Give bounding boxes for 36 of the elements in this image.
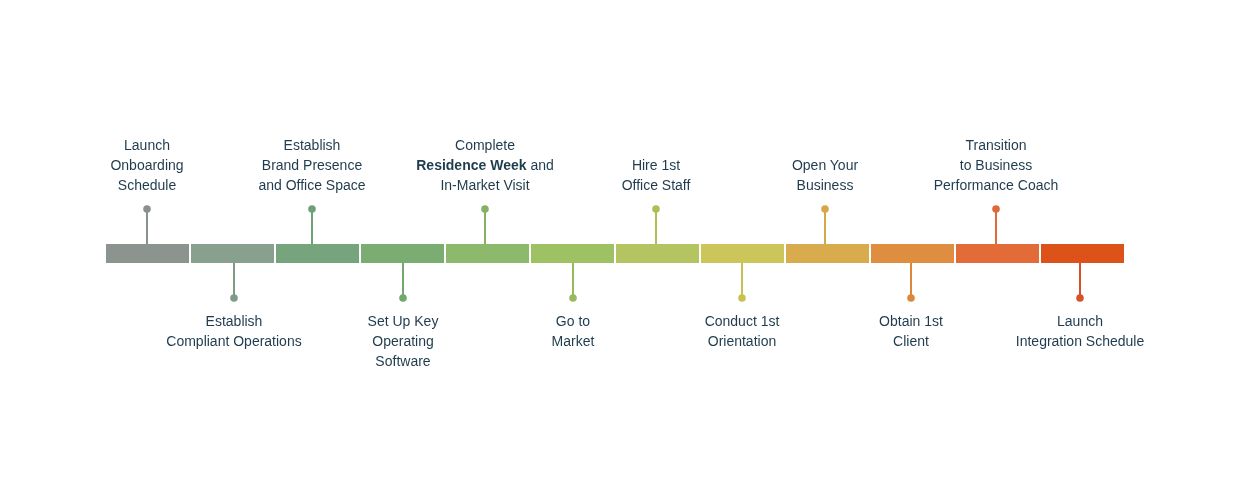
milestone-label: Go to Market <box>551 305 595 351</box>
pin-line <box>399 262 407 302</box>
timeline-segment <box>786 244 869 263</box>
milestone-label: Set Up Key Operating Software <box>367 305 439 371</box>
milestone-label: Hire 1st Office Staff <box>621 155 691 205</box>
pin-line <box>143 205 151 245</box>
milestone-label: Launch Integration Schedule <box>1015 305 1145 351</box>
pin-line <box>569 262 577 302</box>
timeline-segment <box>531 244 614 263</box>
milestone-label: Establish Compliant Operations <box>166 305 302 351</box>
pin-line <box>907 262 915 302</box>
pin-line <box>652 205 660 245</box>
milestone-label: Launch Onboarding Schedule <box>110 135 184 205</box>
pin-line <box>308 205 316 245</box>
milestone-label: Establish Brand Presence and Office Space <box>258 135 366 205</box>
pin-line <box>481 205 489 245</box>
pin-line <box>230 262 238 302</box>
milestone-label: Transition to Business Performance Coach <box>933 135 1059 205</box>
milestone-label: Obtain 1st Client <box>879 305 943 351</box>
pin-line <box>1076 262 1084 302</box>
timeline-segment <box>871 244 954 263</box>
milestone-label: Complete Residence Week and In-Market Visit <box>416 135 554 205</box>
timeline-segment <box>616 244 699 263</box>
timeline-segment <box>276 244 359 263</box>
timeline-segment <box>106 244 189 263</box>
timeline-segment <box>446 244 529 263</box>
pin-line <box>821 205 829 245</box>
pin-line <box>738 262 746 302</box>
milestone-label: Open Your Business <box>791 155 859 205</box>
timeline-segment <box>361 244 444 263</box>
milestone-label: Conduct 1st Orientation <box>704 305 780 351</box>
timeline-segment <box>956 244 1039 263</box>
timeline-segment <box>191 244 274 263</box>
pin-line <box>992 205 1000 245</box>
timeline-segment <box>1041 244 1124 263</box>
timeline-segment <box>701 244 784 263</box>
